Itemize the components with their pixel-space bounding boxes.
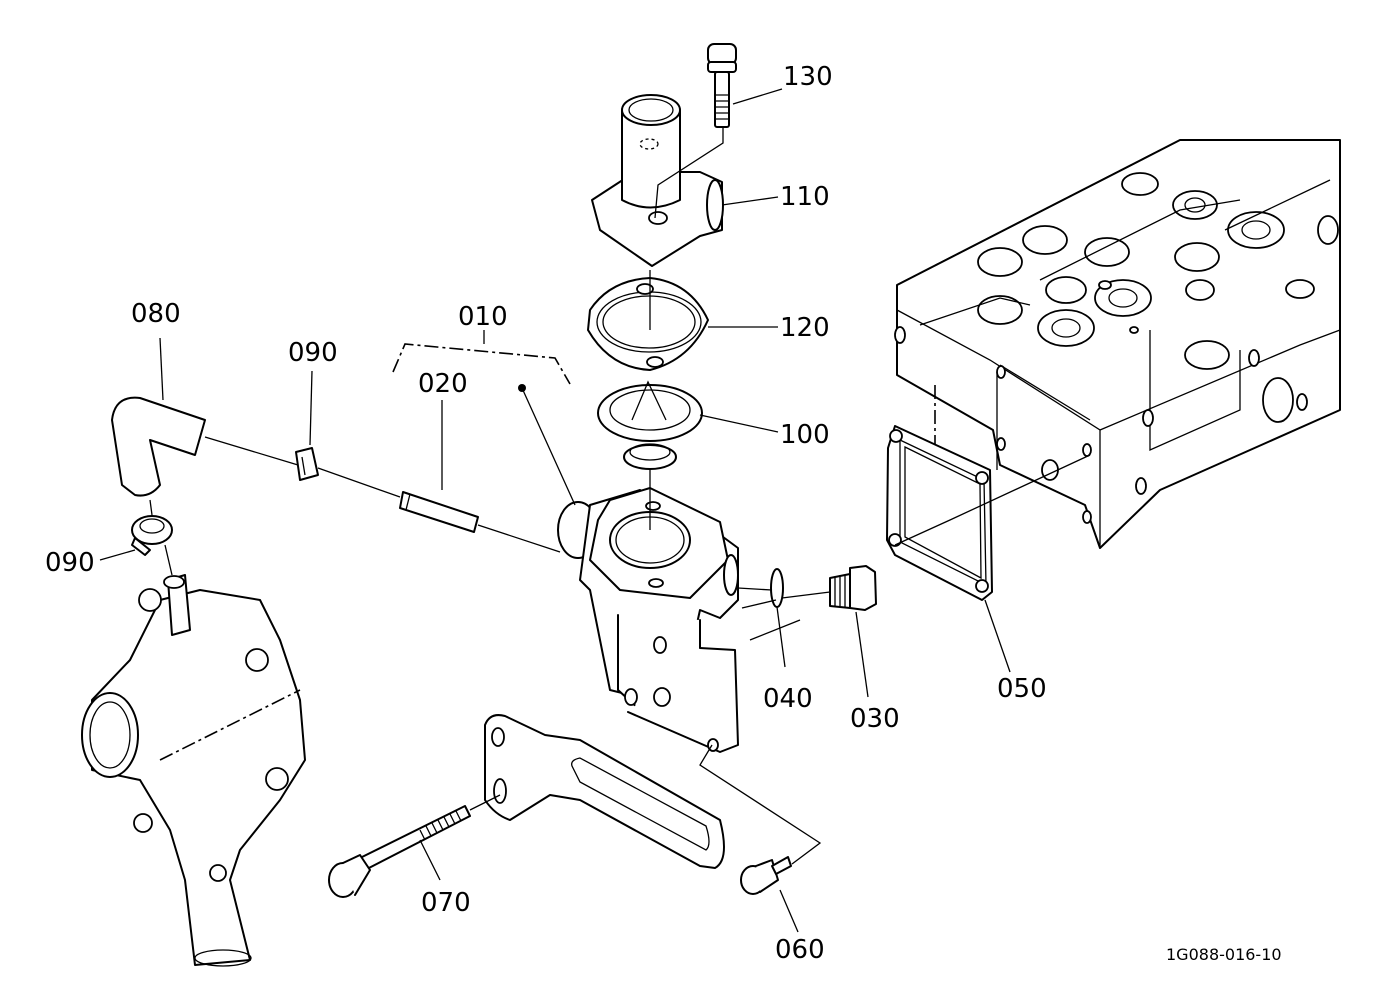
callout-080: 080 [131,299,181,329]
callout-labels: 130 110 120 100 010 020 080 090 090 040 … [45,62,1282,965]
callout-050: 050 [997,674,1047,704]
cylinder-head [894,139,1341,549]
callout-060: 060 [775,935,825,965]
callout-090-lower: 090 [45,548,95,578]
elbow-hose-080 [111,396,299,497]
pipe-020 [399,491,561,553]
flange-gasket-050 [886,425,993,601]
drawing-code: 1G088-016-10 [1166,945,1282,964]
callout-110: 110 [780,182,830,212]
hose-clamp-090-lower [131,499,173,576]
thermostat-100 [597,380,703,530]
callout-020: 020 [418,369,468,399]
thermostat-gasket-120 [587,270,709,371]
callout-090-upper: 090 [288,338,338,368]
callout-120: 120 [780,313,830,343]
hose-clamp-090-upper [295,447,401,498]
callout-040: 040 [763,684,813,714]
water-pump [81,574,306,967]
plug-030 [829,565,877,611]
flange-bolt-130 [654,43,737,219]
callout-100: 100 [780,420,830,450]
callout-130: 130 [783,62,833,92]
callout-070: 070 [421,888,471,918]
callout-030: 030 [850,704,900,734]
thermostat-housing-010 [392,330,739,753]
stud-bolt-070 [328,794,501,898]
water-flange-110 [591,94,724,267]
leader-lines [99,88,1091,933]
callout-010: 010 [458,302,508,332]
bolt-060 [699,744,822,895]
